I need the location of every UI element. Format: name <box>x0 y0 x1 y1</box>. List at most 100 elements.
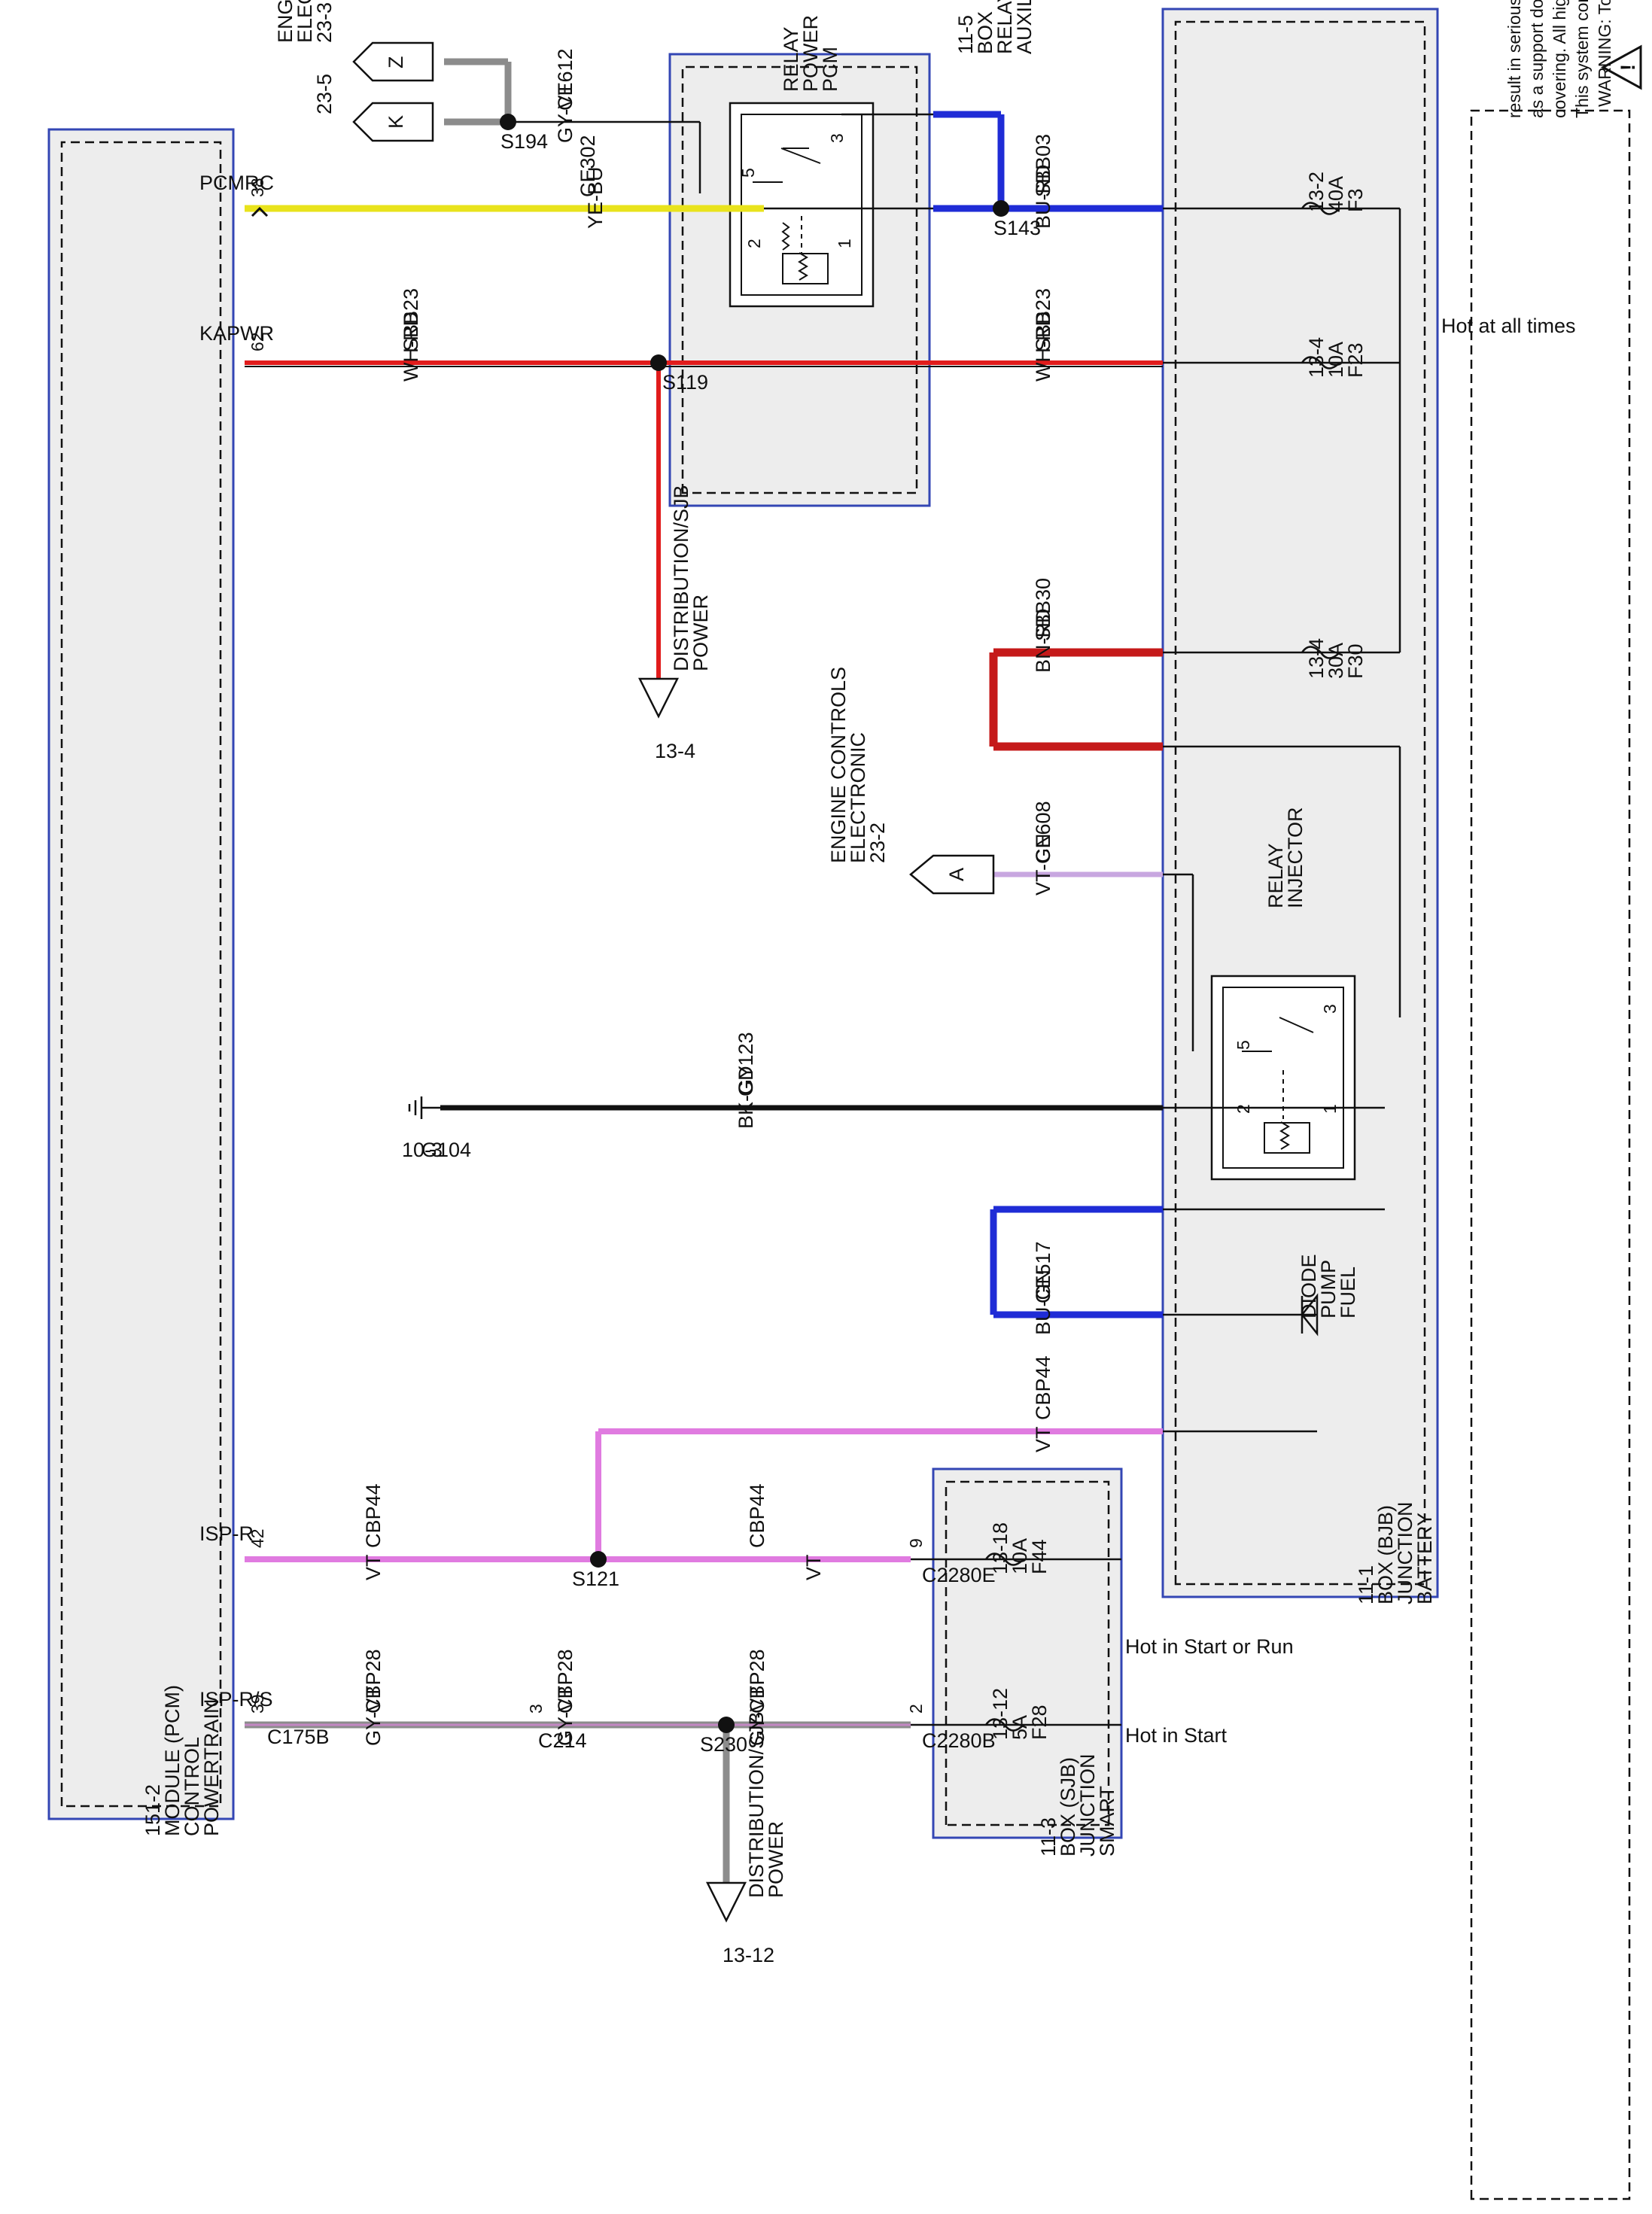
splice-label: S119 <box>662 371 708 394</box>
connector-c2280e: 9 C2280E <box>906 1538 996 1586</box>
ground-icon <box>408 1096 440 1119</box>
sjb-label: BOX (SJB) <box>1057 1757 1079 1857</box>
wire-cbp44: CBP44 VT CBP44 VT <box>245 1483 911 1580</box>
pin-name: ISP-R/S <box>199 1688 273 1711</box>
fuse-label: F23 <box>1344 342 1367 378</box>
wire-color-label: BK-GY <box>735 1066 757 1129</box>
splice-s230: S230 <box>700 1717 747 1756</box>
wire-circuit-label: CE302 <box>577 135 599 197</box>
pcm-power-relay: 3 5 1 2 <box>729 102 875 308</box>
wire-color-label: BU-RD <box>1032 165 1054 230</box>
offpage-letter: Z <box>385 56 407 69</box>
warning-panel: ! WARNING: To prevent the risk of high-v… <box>1470 0 1642 2200</box>
offpage-label: ENGINE CONTROLS <box>274 0 297 43</box>
splice-label: S143 <box>993 217 1041 239</box>
offpage-ref: 13-4 <box>655 740 695 762</box>
wire-color-label: WH-RD <box>1032 312 1054 382</box>
wire-color-label: BN-RD <box>1032 609 1054 674</box>
aux-relay-box-label: 11-5 <box>954 15 977 54</box>
pin-number: 38 <box>248 178 267 197</box>
wire-circuit-label: CBP28 <box>746 1649 768 1714</box>
offpage-label: ELECTRONIC <box>847 732 869 863</box>
wire-circuit-label: CBP44 <box>1032 1355 1054 1420</box>
wire-color-label: VT <box>362 1554 385 1580</box>
fuse-label: 5A <box>1009 1715 1031 1740</box>
splice-label: S230 <box>700 1733 747 1756</box>
wire-ce612: CE612 GY-VT Z K 23-3 23-5 ELECTRONIC ENG… <box>274 0 701 193</box>
pcm-power-relay-label: RELAY <box>780 26 802 92</box>
wire-ce517: CE517 BU-GN <box>990 1206 1163 1335</box>
wire-cbp44-top: CBP44 VT <box>595 1355 1163 1559</box>
offpage-label: POWER <box>689 595 712 671</box>
pin-name: PCMRC <box>199 172 274 194</box>
battery-junction-box: BATTERY JUNCTION BOX (BJB) 11-1 Hot at a… <box>1161 8 1576 1605</box>
wire-sbb30: SBB30 BN-RD <box>989 578 1163 751</box>
wire-color-label: GY-VT <box>554 83 577 143</box>
offpage-letter: A <box>945 868 968 881</box>
wire-color-label: VT-GN <box>1032 833 1054 896</box>
warning-border <box>1470 109 1631 2200</box>
relay-pin-label: 3 <box>1320 1004 1340 1014</box>
connector-label: C2280E <box>922 1564 996 1586</box>
sjb-internal-wiring <box>911 1558 1121 1726</box>
wire-color-label: VT <box>1032 1426 1054 1452</box>
bjb-label: JUNCTION <box>1394 1502 1416 1605</box>
splice-s143: S143 <box>993 200 1041 239</box>
diode-icon <box>1301 1293 1319 1337</box>
offpage-label: DISTRIBUTION/SJB <box>670 485 692 671</box>
fuel-pump-diode-label: FUEL <box>1337 1267 1359 1318</box>
wire-color-label: GY-VT <box>746 1686 768 1746</box>
relay-pin-label: 2 <box>1234 1104 1253 1114</box>
injector-relay-label: RELAY <box>1264 843 1287 908</box>
wire-circuit-label: SBB03 <box>1032 134 1054 197</box>
fuse-label: F30 <box>1344 643 1367 679</box>
warning-line: WARNING: To prevent the risk of high-vol… <box>1595 0 1614 107</box>
fuse-label: F44 <box>1028 1539 1051 1574</box>
ground-label: 10-3 <box>402 1139 443 1161</box>
offpage-label: ELECTRONIC <box>294 0 316 43</box>
aux-relay-box-label: BOX <box>974 11 996 54</box>
connector-c214: 3 C214 <box>526 1704 587 1752</box>
wire-circuit-label: CBP28 <box>554 1649 577 1714</box>
wire-ce608: A 23-2 ELECTRONIC ENGINE CONTROLS CE608 … <box>827 667 1163 896</box>
wire-circuit-label: SBB30 <box>1032 578 1054 641</box>
relay-pin-label: 5 <box>738 168 758 178</box>
wire-color-label: BU-GN <box>1032 1270 1054 1335</box>
splice-s194: S194 <box>500 114 548 153</box>
bjb-label: BATTERY <box>1413 1513 1436 1604</box>
pcm-module: POWERTRAIN CONTROL MODULE (PCM) 151-2 <box>47 128 235 1836</box>
wire-color-label: YE-BU <box>584 166 607 229</box>
warning-triangle-icon: ! <box>1600 44 1642 90</box>
wire-circuit-label: CBP44 <box>362 1483 385 1548</box>
fuse-label: 13-4 <box>1305 638 1328 679</box>
splice-s121: S121 <box>572 1551 619 1590</box>
fuse-label: 10A <box>1325 342 1347 378</box>
offpage-label: POWER <box>765 1821 787 1898</box>
wire-color-label: WH-RD <box>400 312 422 382</box>
connector-label: C2280B <box>922 1729 996 1752</box>
svg-text:!: ! <box>1617 64 1639 71</box>
wire-circuit-label: CE608 <box>1032 801 1054 863</box>
splice-label: S194 <box>500 130 548 153</box>
connector-pin: 3 <box>526 1704 546 1714</box>
offpage-label: ENGINE CONTROLS <box>827 667 850 863</box>
pcm-pin-38: 38 PCMRC <box>199 172 274 217</box>
wire-color-label: VT <box>802 1554 825 1580</box>
pcm-pin-62: 62 KAPWR <box>199 322 274 351</box>
pin-name: ISP-R <box>199 1522 254 1545</box>
injector-relay-label: INJECTOR <box>1284 807 1307 908</box>
bjb-label: BOX (BJB) <box>1374 1505 1397 1604</box>
wire-circuit-label: GD123 <box>735 1032 757 1096</box>
pcm-label: CONTROL <box>181 1737 203 1836</box>
bjb-hot-label: Hot at all times <box>1441 315 1576 337</box>
wire-color-label: GY-VT <box>362 1686 385 1746</box>
pcm-label: 151-2 <box>141 1784 164 1836</box>
aux-relay-box-label: RELAY <box>993 0 1016 54</box>
bjb-internal-wiring <box>1163 207 1401 1433</box>
offpage-label: 23-2 <box>866 823 889 863</box>
wire-circuit-label: CBP28 <box>362 1649 385 1714</box>
wire-circuit-label: CBP44 <box>746 1483 768 1548</box>
connector-label: C214 <box>538 1729 587 1752</box>
fuse-f28: F28 5A 13-12 <box>984 1688 1051 1740</box>
warning-line: This system contains high voltage wiring… <box>1572 0 1592 118</box>
